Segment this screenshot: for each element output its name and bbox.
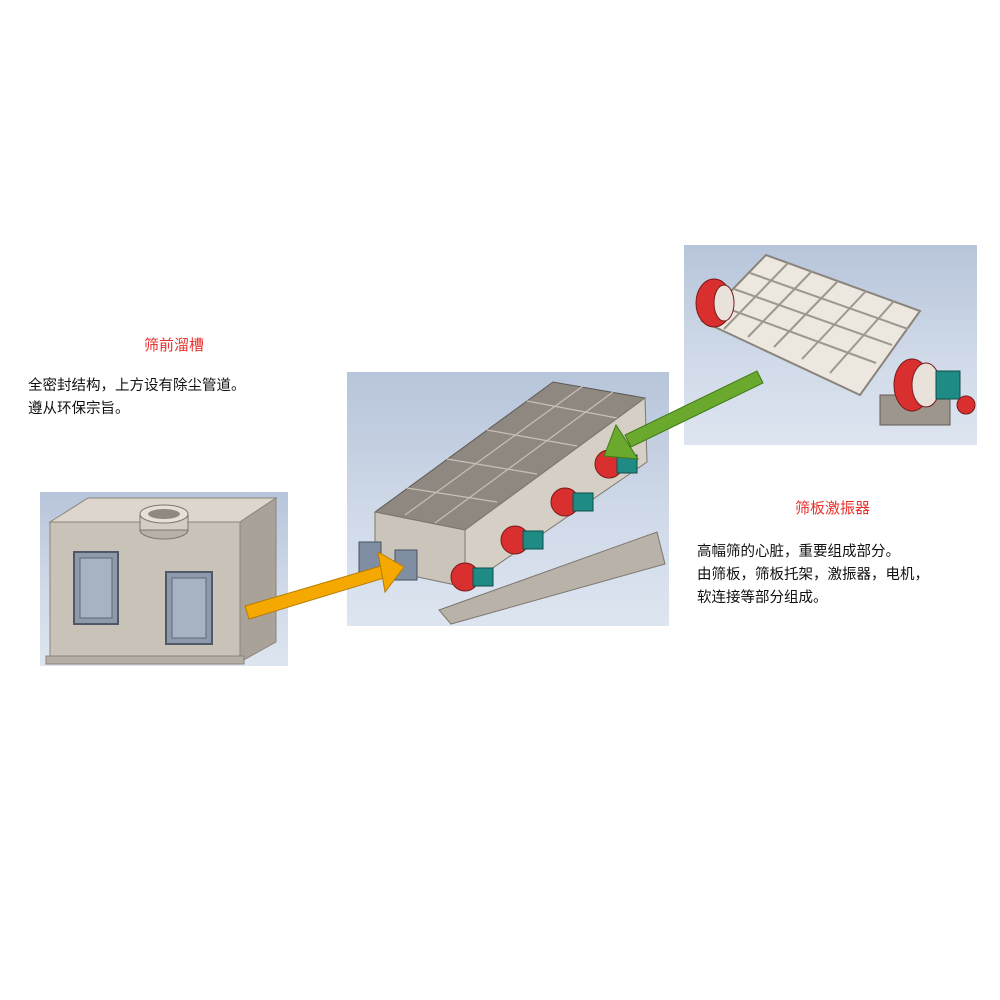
screen-plate-description-line: 由筛板，筛板托架，激振器，电机，	[697, 567, 929, 583]
chute-description-line: 全密封结构，上方设有除尘管道。	[28, 378, 246, 394]
chute-description: 全密封结构，上方设有除尘管道。 遵从环保宗旨。	[28, 375, 246, 421]
screen-plate-description: 高幅筛的心脏，重要组成部分。 由筛板，筛板托架，激振器，电机， 软连接等部分组成…	[697, 541, 929, 610]
chute-illustration	[45, 497, 278, 665]
vibrating-screen-image-panel	[347, 372, 669, 626]
screen-plate-exciter-image-panel	[684, 245, 977, 445]
screen-plate-title: 筛板激振器	[795, 499, 871, 517]
vibrating-screen-illustration	[358, 381, 666, 625]
screen-plate-description-line: 高幅筛的心脏，重要组成部分。	[697, 544, 900, 560]
chute-title: 筛前溜槽	[144, 336, 205, 354]
screen-plate-exciter-illustration	[695, 253, 976, 426]
chute-description-line: 遵从环保宗旨。	[28, 401, 130, 417]
chute-image-panel	[40, 492, 288, 666]
screen-plate-description-line: 软连接等部分组成。	[697, 590, 828, 606]
